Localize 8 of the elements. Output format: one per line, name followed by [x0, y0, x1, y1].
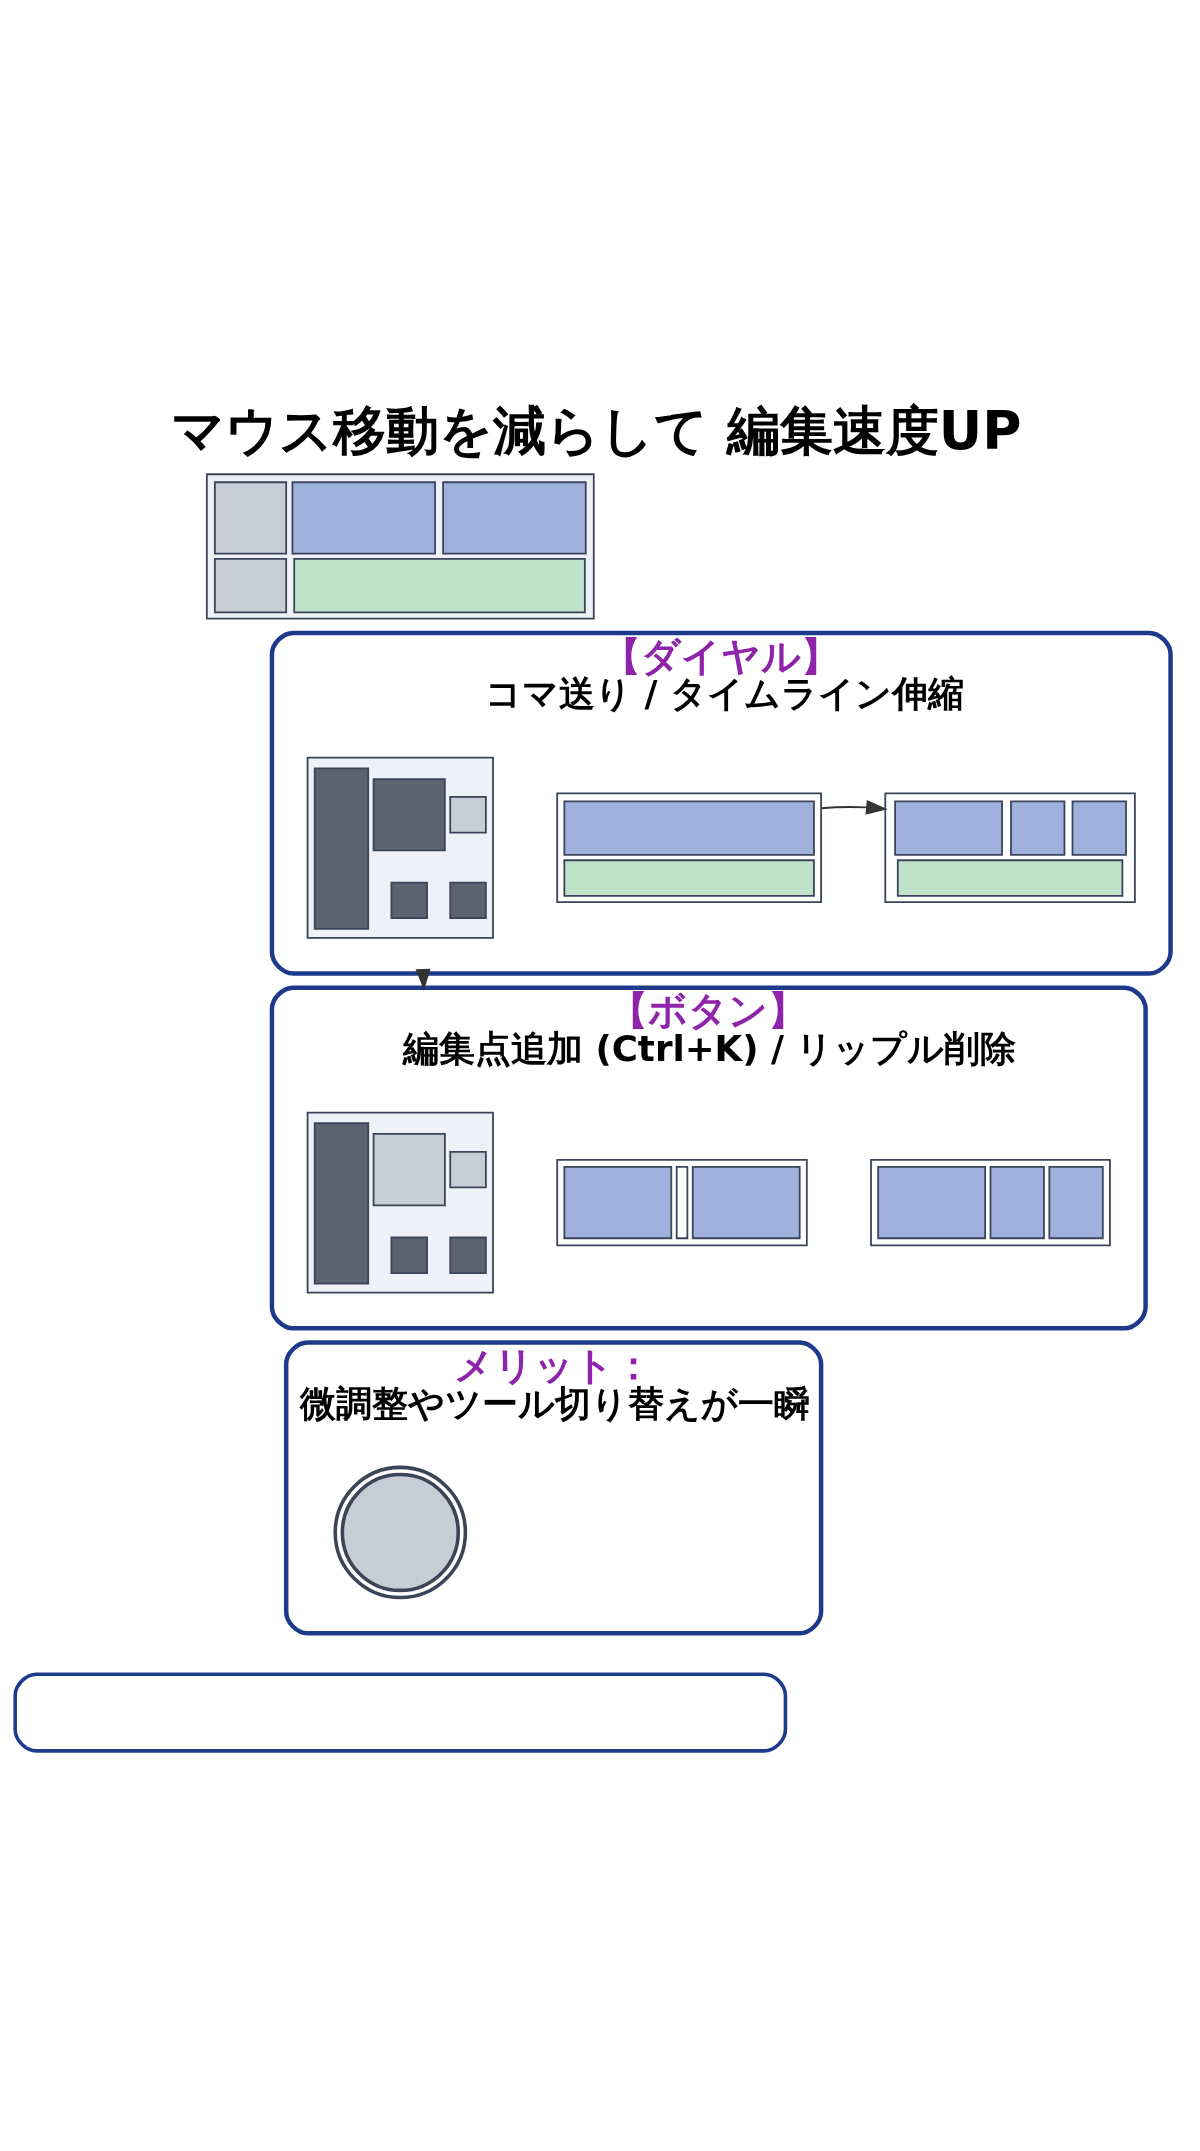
cluster: メリット： 微調整やツール切り替えが一瞬: [283, 1339, 824, 1635]
node-picture: [333, 1465, 468, 1599]
arrow: [415, 968, 431, 990]
node-box: [13, 1671, 788, 1753]
diagram-title: マウス移動を減らして 編集速度UP: [171, 398, 1022, 462]
cluster: 【ダイヤル】 コマ送り / タイムライン伸縮: [269, 630, 1173, 976]
arrow: [820, 799, 888, 815]
cluster: 【ボタン】 編集点追加 (Ctrl+K) / リップル削除: [269, 985, 1148, 1331]
